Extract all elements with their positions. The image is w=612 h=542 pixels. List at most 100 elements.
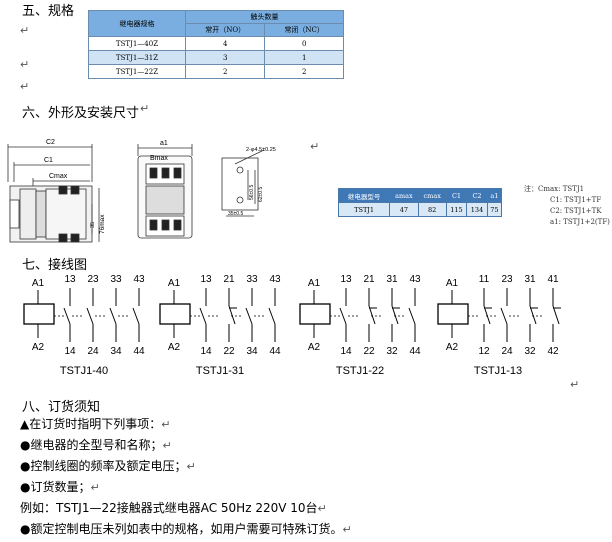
dim-cell: 47 <box>389 202 419 217</box>
return-mark-icon: ↵ <box>570 378 580 391</box>
nc-contact-symbol <box>391 305 399 325</box>
order-line: ●控制线圈的频率及额定电压； <box>20 459 187 473</box>
return-mark-icon: ↵ <box>342 523 352 536</box>
return-mark-icon: ↵ <box>90 481 100 494</box>
nc-contact-symbol <box>368 305 376 325</box>
nc-contact-symbol <box>228 305 236 325</box>
dim-cell: 82 <box>417 202 447 217</box>
coil-a1-label: A1 <box>308 278 321 289</box>
contact-bottom-label: 24 <box>87 346 99 357</box>
spec-cell: 4 <box>184 36 266 51</box>
order-line: ●额定控制电压未列如表中的规格，如用户需要可特殊订货。 <box>20 522 343 536</box>
wiring-model-label: TSTJ1-22 <box>336 365 384 377</box>
dim-35b-label: 35±0.5 <box>228 211 243 217</box>
coil-symbol <box>159 303 191 325</box>
nc-contact-symbol <box>483 305 491 325</box>
contact-bottom-label: 12 <box>478 346 490 357</box>
return-mark-icon: ↵ <box>186 460 196 473</box>
dim-cell: 75 <box>486 202 503 217</box>
return-mark-icon: ↵ <box>317 502 327 515</box>
contact-top-label: 21 <box>223 274 235 285</box>
dim-header: 继电器型号 <box>337 188 391 203</box>
return-mark-icon: ↵ <box>20 80 30 93</box>
spec-col-contacts: 触头数量 <box>185 10 344 24</box>
contact-top-label: 31 <box>524 274 536 285</box>
contact-bottom-label: 34 <box>246 346 258 357</box>
contact-top-label: 23 <box>501 274 513 285</box>
coil-symbol <box>23 303 55 325</box>
return-mark-icon: ↵ <box>310 140 320 153</box>
note-line: a1: TSTJ1+2(TF) <box>550 218 610 226</box>
spec-cell: TSTJ1—22Z <box>88 64 186 79</box>
dim-holes-label: 2-φ4.5±0.25 <box>246 147 276 153</box>
no-contact-symbol <box>109 307 117 325</box>
contact-bottom-label: 32 <box>386 346 398 357</box>
spec-cell: 2 <box>264 64 344 79</box>
contact-top-label: 43 <box>269 274 281 285</box>
dimension-drawings: C2 C1 Cmax 35 76max a1 Bmax 2-φ4.5±0.25 … <box>7 139 276 243</box>
dim-header: C2 <box>466 188 488 203</box>
section5-title: 五、规格 <box>22 4 75 19</box>
coil-a1-label: A1 <box>446 278 459 289</box>
contact-top-label: 33 <box>246 274 258 285</box>
section8-title: 八、订货须知 <box>22 400 101 415</box>
dim-76max-label: 76max <box>99 214 106 234</box>
dim-bmax-label: Bmax <box>150 155 168 162</box>
order-line: ▲在订货时指明下列事项： <box>20 417 162 431</box>
dim-cell: 134 <box>466 202 488 217</box>
spec-cell: 2 <box>184 64 266 79</box>
coil-symbol <box>437 303 469 325</box>
return-mark-icon: ↵ <box>20 58 30 71</box>
contact-bottom-label: 14 <box>200 346 212 357</box>
dim-cmax-label: Cmax <box>49 173 68 180</box>
contact-bottom-label: 44 <box>133 346 145 357</box>
wiring-model-label: TSTJ1-13 <box>474 365 522 377</box>
dim-header: cmax <box>417 188 447 203</box>
note-line: C1: TSTJ1+TF <box>550 196 602 204</box>
note-line: C2: TSTJ1+TK <box>550 207 602 215</box>
section7-title: 七、接线图 <box>22 258 88 273</box>
return-mark-icon: ↵ <box>162 439 172 452</box>
wiring-diagrams: A1A21314232433344344TSTJ1-40A1A213142122… <box>23 274 561 377</box>
contact-bottom-label: 24 <box>501 346 513 357</box>
no-contact-symbol <box>268 307 276 325</box>
dimension-notes: 注：Cmax: TSTJ1 C1: TSTJ1+TF C2: TSTJ1+TK … <box>524 184 610 228</box>
nc-contact-symbol <box>529 305 537 325</box>
contact-bottom-label: 44 <box>269 346 281 357</box>
no-contact-symbol <box>339 307 347 325</box>
note-line: 注：Cmax: TSTJ1 <box>524 185 585 193</box>
order-line: ●继电器的全型号和名称； <box>20 438 163 452</box>
spec-col-nc: 常闭（NC） <box>264 23 344 37</box>
contact-bottom-label: 32 <box>524 346 536 357</box>
spec-cell: 0 <box>264 36 344 51</box>
spec-table: 继电器规格 触头数量 常开（NO） 常闭（NC） TSTJ1—40Z 4 0 T… <box>88 10 344 79</box>
dim-a1-label: a1 <box>160 140 168 147</box>
table-row: TSTJ1 47 82 115 134 75 <box>337 202 503 217</box>
coil-a2-label: A2 <box>308 342 321 353</box>
dim-header: amax <box>389 188 419 203</box>
dim-cell: TSTJ1 <box>337 202 391 217</box>
contact-bottom-label: 14 <box>340 346 352 357</box>
dim-c2-label: C2 <box>46 139 55 146</box>
coil-a2-label: A2 <box>446 342 459 353</box>
contact-bottom-label: 22 <box>363 346 375 357</box>
contact-top-label: 23 <box>87 274 99 285</box>
no-contact-symbol <box>500 307 508 325</box>
contact-top-label: 31 <box>386 274 398 285</box>
dim-cell: 115 <box>445 202 468 217</box>
wiring-model-label: TSTJ1-40 <box>60 365 108 377</box>
contact-bottom-label: 44 <box>409 346 421 357</box>
contact-bottom-label: 34 <box>110 346 122 357</box>
no-contact-symbol <box>408 307 416 325</box>
contact-bottom-label: 14 <box>64 346 76 357</box>
spec-cell: TSTJ1—31Z <box>88 50 186 65</box>
contact-top-label: 41 <box>547 274 559 285</box>
table-row: TSTJ1—22Z 2 2 <box>88 64 344 79</box>
spec-cell: TSTJ1—40Z <box>88 36 186 51</box>
coil-symbol <box>299 303 331 325</box>
contact-top-label: 43 <box>409 274 421 285</box>
return-mark-icon: ↵ <box>20 24 30 37</box>
contact-top-label: 21 <box>363 274 375 285</box>
no-contact-symbol <box>63 307 71 325</box>
contact-top-label: 33 <box>110 274 122 285</box>
